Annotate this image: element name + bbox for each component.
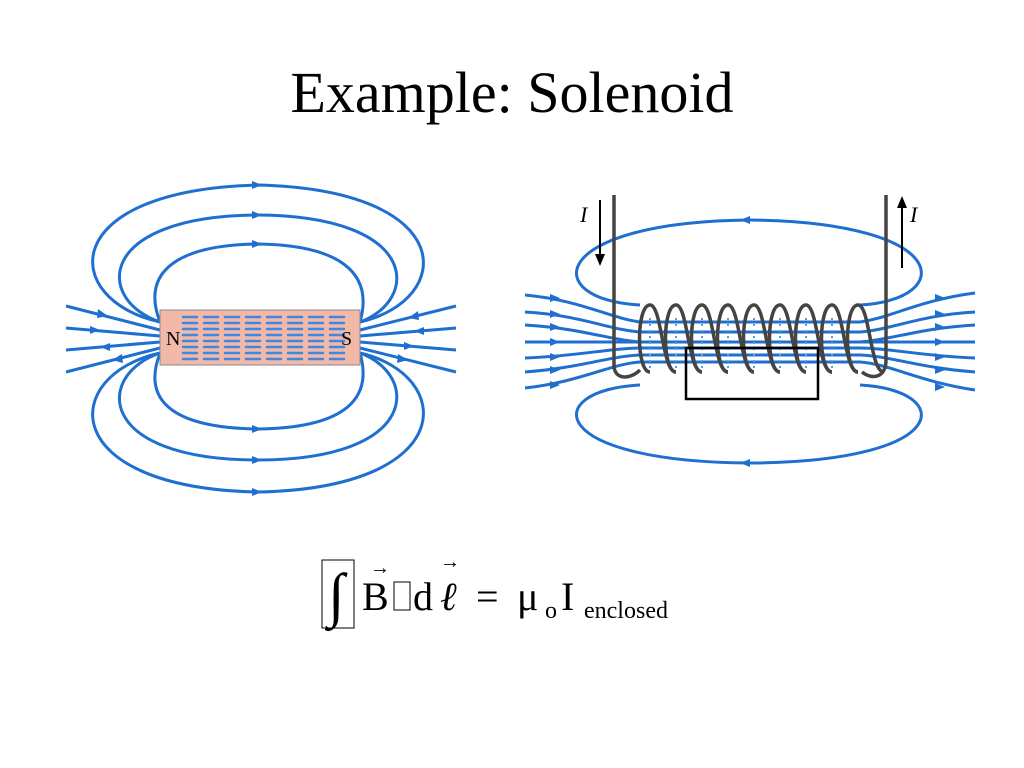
current-i-symbol: I <box>561 574 574 619</box>
amperes-law-equation: ∫ B → d ℓ → = μ o I enclosed <box>321 551 668 632</box>
magnet-field-arrows <box>90 181 424 496</box>
field-line-bottom-outer <box>91 351 425 494</box>
solenoid-interior-dots <box>649 318 833 368</box>
solenoid-line-1 <box>524 291 976 324</box>
field-line-top-mid <box>117 213 399 324</box>
field-line-top-outer <box>91 183 425 324</box>
bar-magnet-diagram: N S <box>65 181 457 496</box>
current-arrowhead-down <box>595 254 605 266</box>
coil-lead-left <box>612 195 642 379</box>
vector-b-arrow: → <box>370 557 390 579</box>
field-line-left-2 <box>65 326 161 338</box>
field-line-left-3 <box>65 340 161 352</box>
coil-turn <box>845 303 885 374</box>
d-symbol: d <box>413 574 433 619</box>
solenoid-line-6 <box>524 353 976 374</box>
solenoid-coil <box>612 195 888 379</box>
solenoid-line-7 <box>524 360 976 392</box>
amperian-loop <box>684 346 820 401</box>
solenoid-diagram: I I <box>524 195 976 467</box>
mu-symbol: μ <box>517 574 538 619</box>
magnet-body <box>159 309 361 366</box>
mu-subscript: o <box>545 598 557 624</box>
magnet-south-label: S <box>341 328 352 350</box>
current-arrowhead-up <box>897 196 907 208</box>
field-line-left-1 <box>65 304 161 332</box>
ell-symbol: ℓ <box>440 574 457 619</box>
solenoid-field-lines <box>524 218 976 465</box>
vector-b: B <box>362 574 389 619</box>
ell-arrow: → <box>440 551 460 573</box>
integral-symbol: ∫ <box>325 562 348 632</box>
equals-sign: = <box>476 574 499 619</box>
equation-box-integral <box>321 559 355 629</box>
solenoid-line-2 <box>524 310 976 334</box>
solenoid-field-arrows <box>550 216 945 467</box>
solenoid-loop-bottom <box>575 383 923 465</box>
slide-title: Example: Solenoid <box>290 60 734 125</box>
current-label-right: I <box>909 202 919 227</box>
field-line-bottom-mid <box>117 351 399 462</box>
field-line-right-2 <box>359 326 457 338</box>
coil-lead-right <box>860 195 888 379</box>
current-label-left: I <box>579 202 589 227</box>
equation-box-dot <box>393 581 411 611</box>
magnet-domains <box>181 315 346 361</box>
solenoid-loop-top <box>574 218 923 307</box>
i-subscript: enclosed <box>584 598 668 624</box>
magnet-north-label: N <box>166 328 180 350</box>
